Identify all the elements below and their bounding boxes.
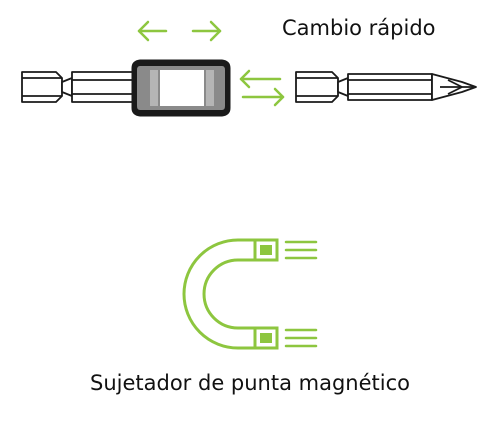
magnet-body — [182, 238, 264, 350]
hex-shank — [21, 71, 63, 103]
magnetic-holder-caption: Sujetador de punta magnético — [90, 371, 410, 395]
bit-hex-shank — [295, 71, 339, 103]
arrow-left-icon — [239, 69, 282, 89]
magnetic-field-lines-bottom — [284, 328, 318, 348]
magnet-icon — [182, 238, 318, 350]
quick-change-caption: Cambio rápido — [282, 16, 436, 40]
bit-neck — [337, 77, 349, 97]
swap-arrows-icon — [239, 69, 285, 107]
magnetic-field-lines-top — [284, 240, 318, 260]
bit-holder-icon — [21, 59, 231, 117]
slide-arrows-icon — [137, 20, 222, 42]
arrow-right-icon — [191, 20, 222, 42]
arrow-right-icon — [241, 87, 285, 107]
holder-neck — [61, 77, 73, 97]
screwdriver-bit-icon — [295, 71, 477, 103]
arrow-left-icon — [137, 20, 168, 42]
holder-shaft — [71, 71, 135, 103]
bit-shaft — [347, 73, 433, 101]
